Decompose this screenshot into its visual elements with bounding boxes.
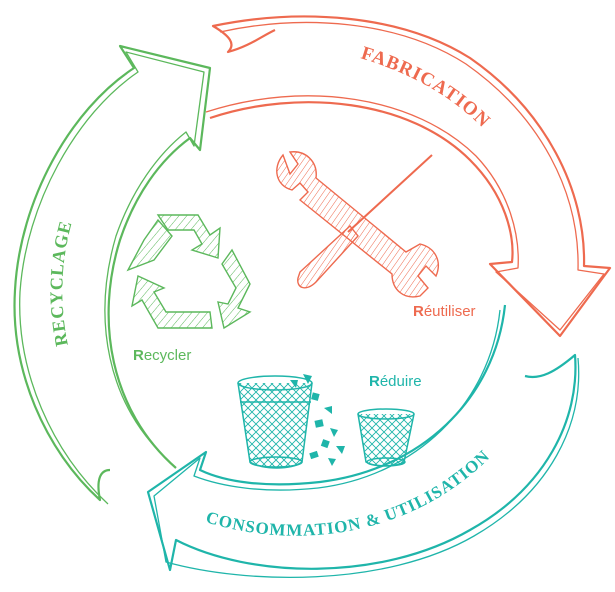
recyclage-arrow	[13, 44, 212, 505]
waste-bins-icon	[237, 374, 415, 469]
fabrication-arrow-outline	[209, 15, 612, 338]
small-bin-icon	[357, 408, 415, 467]
waste-pieces-icon	[290, 374, 345, 466]
recycler-label: Recycler	[133, 347, 191, 364]
consommation-arrow-sketch	[153, 309, 580, 579]
fabrication-arrow	[205, 15, 612, 338]
large-bin-icon	[237, 375, 313, 469]
reutiliser-label: Réutiliser	[413, 303, 476, 320]
wrench-screwdriver-icon	[276, 151, 439, 298]
fabrication-label: FABRICATION	[359, 43, 495, 132]
recycle-icon	[126, 214, 252, 330]
screwdriver-icon	[297, 154, 433, 289]
consommation-label: CONSOMMATION & UTILISATION	[204, 446, 494, 540]
reduire-label: Réduire	[369, 373, 422, 390]
recyclage-arrow-sketch	[19, 51, 205, 505]
recyclage-arrow-outline	[13, 44, 212, 502]
recyclage-label: RECYCLAGE	[46, 218, 75, 348]
fabrication-arrow-sketch	[205, 21, 605, 331]
